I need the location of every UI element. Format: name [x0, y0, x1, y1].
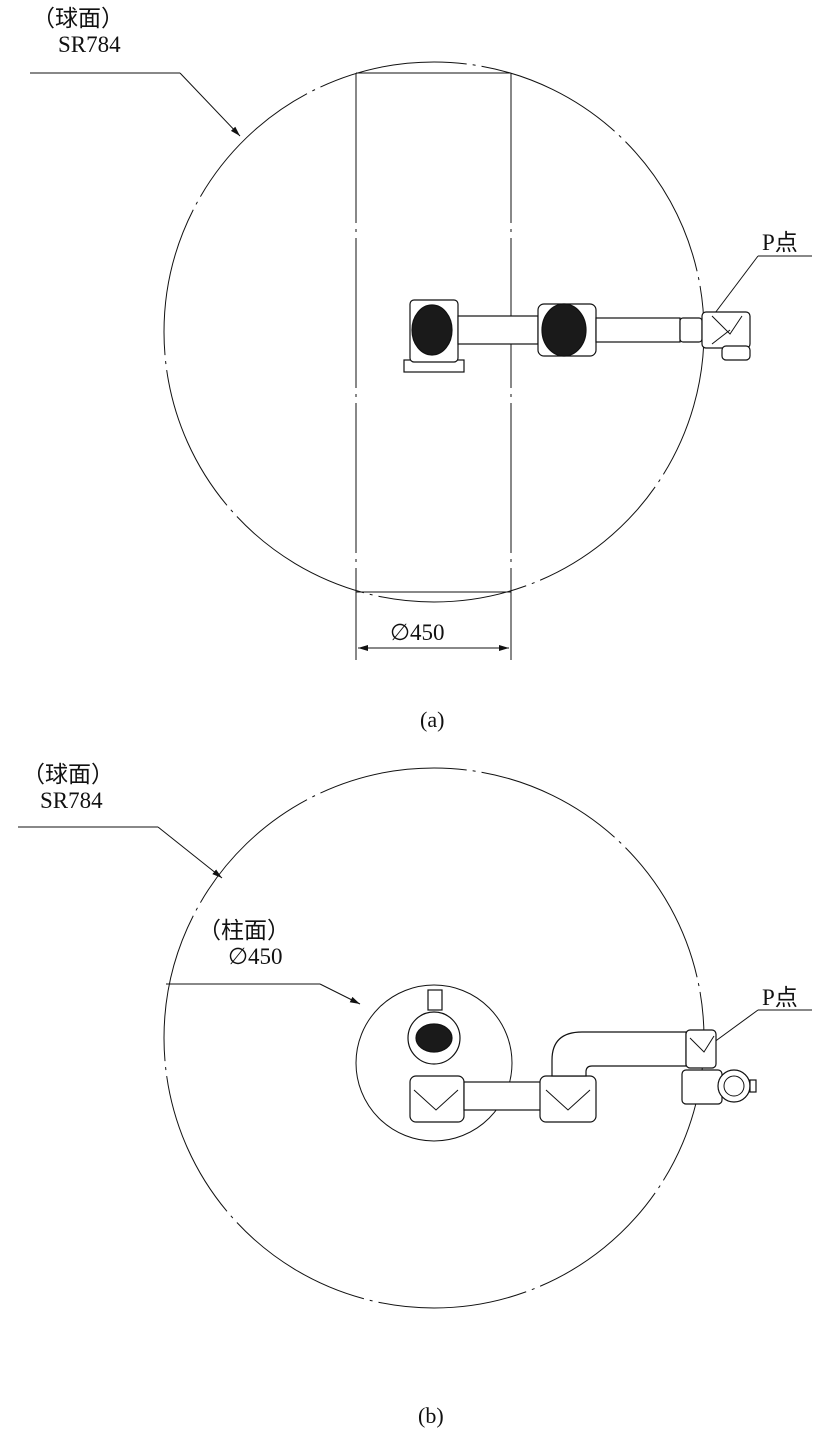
robot-arm-a: [403, 299, 751, 373]
figure-a: ∅450 （球面） SR784 P点 (a): [30, 6, 812, 732]
point-label-a: P点: [762, 230, 798, 255]
sphere-leader-a: [179, 72, 241, 137]
figure-b: （球面） SR784 （柱面） ∅450 P点: [18, 762, 812, 1428]
sphere-label-a-line1: （球面）: [32, 6, 124, 31]
sphere-leader-b: [157, 826, 223, 879]
cylinder-label-b-line1: （柱面）: [198, 918, 290, 943]
point-label-b: P点: [762, 985, 798, 1010]
cylinder-outline-b: [355, 984, 513, 1142]
caption-a: (a): [420, 707, 444, 732]
cylinder-label-b-line2: ∅450: [228, 944, 283, 969]
sphere-label-b-line1: （球面）: [22, 762, 114, 787]
diameter-label-a: ∅450: [390, 620, 445, 645]
caption-b: (b): [418, 1403, 444, 1428]
cylinder-leader-b: [319, 983, 361, 1005]
sphere-label-b-line2: SR784: [40, 788, 103, 813]
robot-arm-b: [407, 989, 757, 1123]
sphere-label-a-line2: SR784: [58, 32, 121, 57]
